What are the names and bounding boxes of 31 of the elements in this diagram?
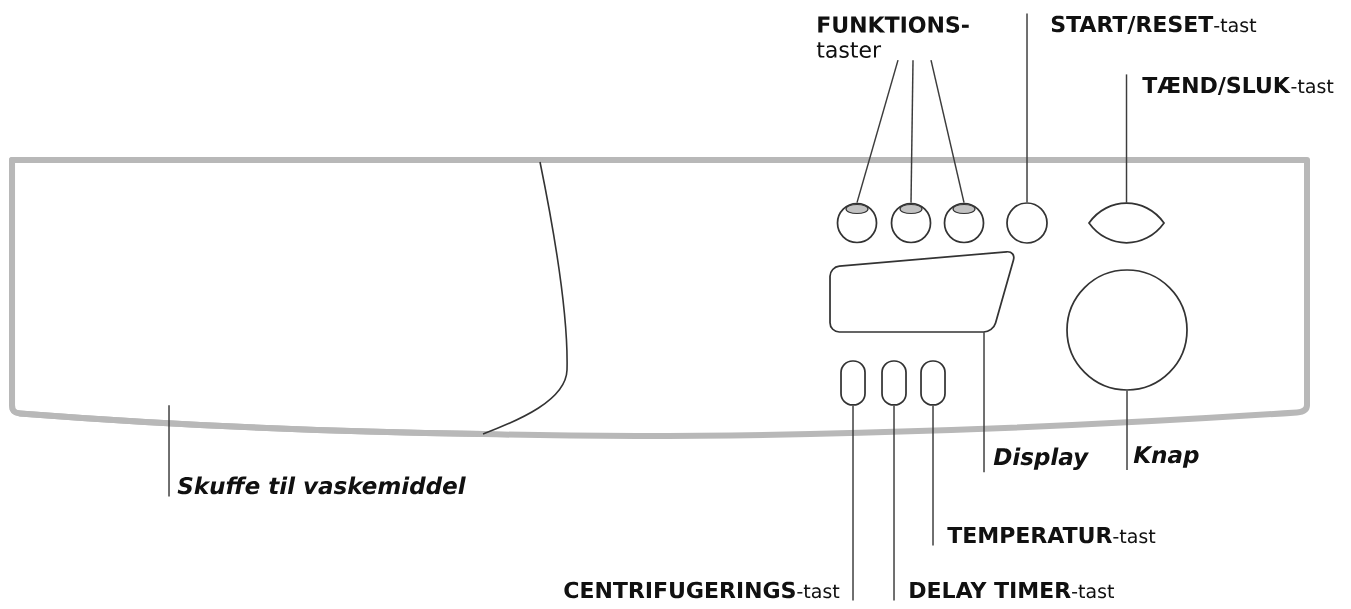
part-label: Skuffe til vaskemiddel — [177, 476, 466, 495]
control-knob — [1066, 269, 1188, 391]
part-label: START/RESET-tast — [1051, 15, 1257, 35]
leader-line — [856, 59, 899, 204]
leader-line — [852, 405, 854, 602]
part-label: CENTRIFUGERINGS-tast — [564, 581, 840, 599]
spin-button — [840, 360, 866, 406]
leader-line — [910, 59, 914, 204]
leader-line — [168, 404, 170, 498]
function-button — [943, 202, 985, 244]
part-label: DELAY TIMER-tast — [910, 581, 1114, 599]
leader-line — [983, 331, 985, 473]
delay-timer-button — [881, 360, 907, 406]
leader-line — [1126, 390, 1128, 471]
display — [829, 250, 1015, 333]
start-button — [1006, 202, 1048, 244]
part-label: Display — [993, 447, 1089, 470]
function-button — [890, 202, 932, 244]
leader-line — [1026, 12, 1028, 203]
leader-line — [932, 405, 934, 547]
function-button — [836, 202, 878, 244]
part-label: TÆND/SLUK-tast — [1142, 76, 1334, 96]
leader-line — [1125, 73, 1128, 204]
leader-line — [893, 405, 895, 602]
part-label: Knap — [1133, 446, 1199, 468]
power-button — [1088, 202, 1165, 244]
part-label: TEMPERATUR-tast — [947, 526, 1156, 544]
temperature-button — [920, 360, 946, 406]
detergent-drawer — [9, 157, 568, 437]
part-label: FUNKTIONS- taster — [816, 16, 969, 58]
leader-line — [930, 59, 965, 204]
